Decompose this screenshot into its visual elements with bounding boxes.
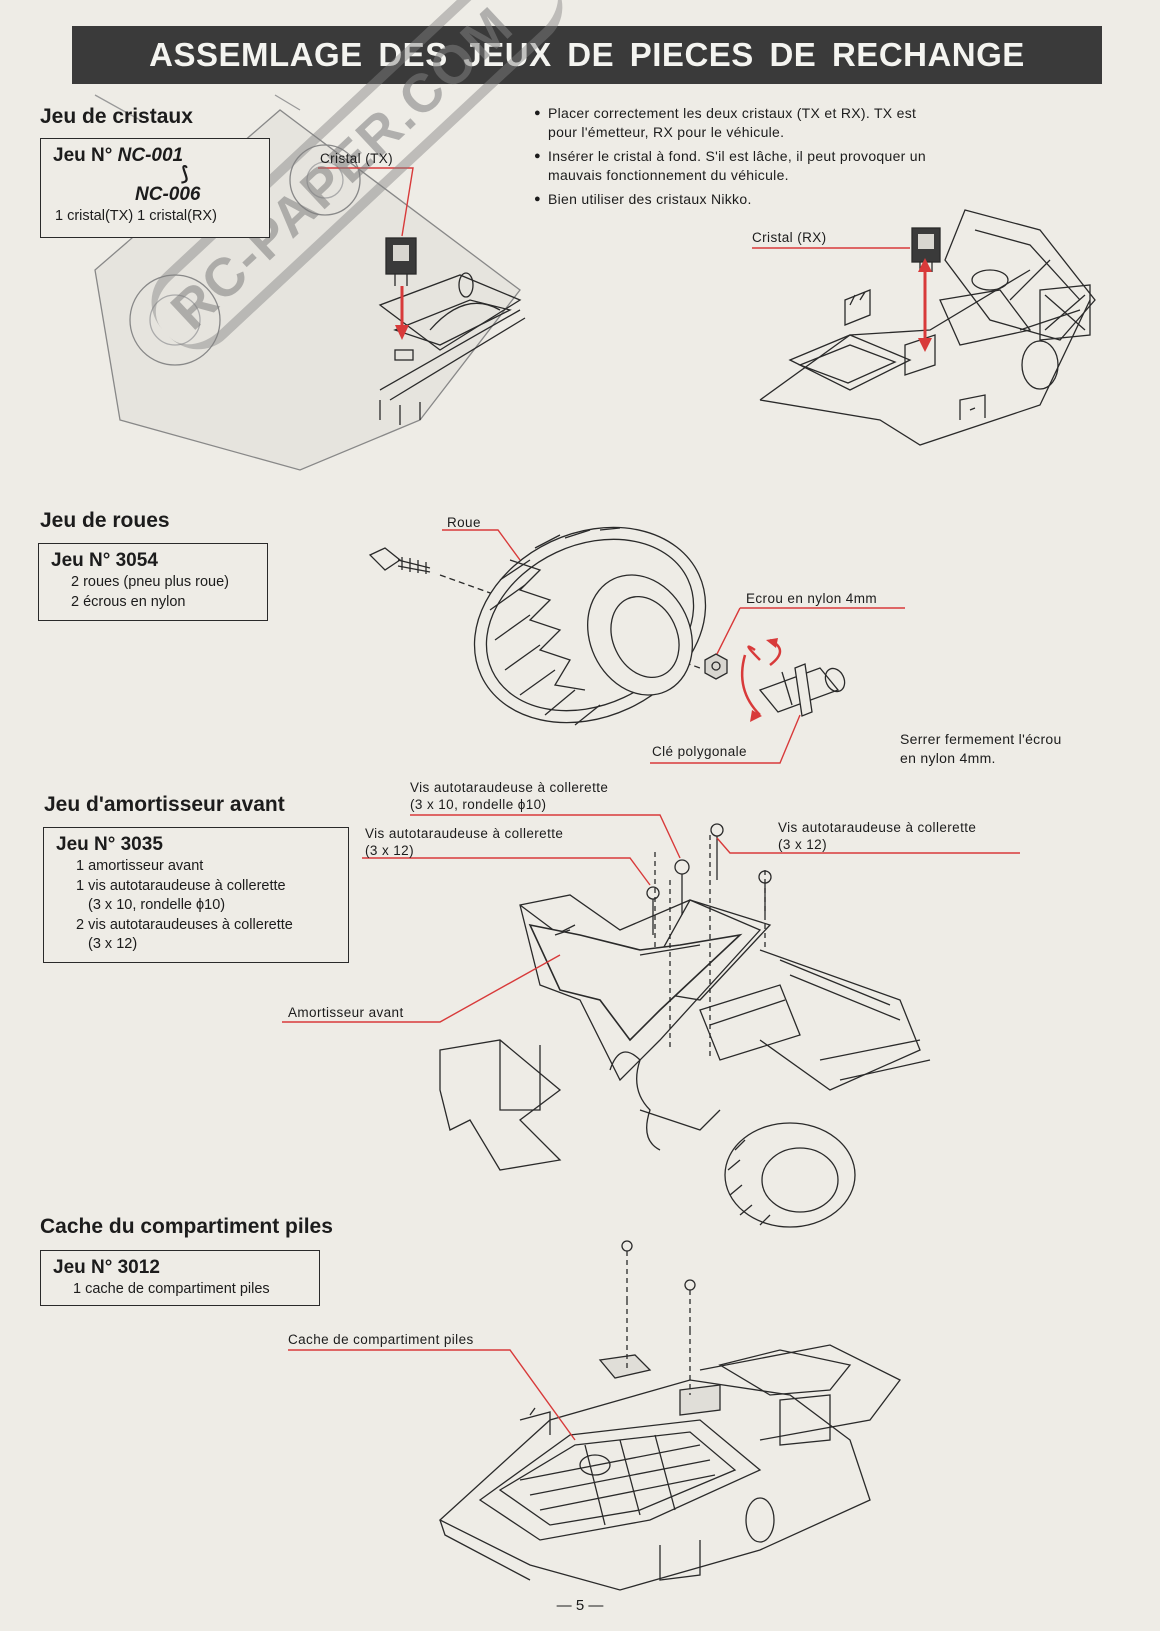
label-crystal-tx: Cristal (TX): [320, 151, 394, 166]
wheels-note-line: en nylon 4mm.: [900, 750, 996, 766]
label-screw-3x10: Vis autotaraudeuse à collerette (3 x 10,…: [410, 779, 608, 813]
red-arrowheads: [395, 258, 932, 352]
crystals-section-title: Jeu de cristaux: [40, 105, 193, 128]
label-crystal-rx: Cristal (RX): [752, 230, 827, 245]
instruction-item: Insérer le cristal à fond. S'il est lâch…: [534, 147, 948, 185]
battery-screws-icon: [621, 1240, 696, 1395]
wheels-note: Serrer fermement l'écrou en nylon 4mm.: [900, 730, 1062, 768]
wheels-contents-item: 2 roues (pneu plus roue): [71, 574, 229, 590]
wheels-contents-item: 2 écrous en nylon: [71, 593, 186, 610]
label-line: (3 x 12): [365, 843, 414, 858]
label-line: Vis autotaraudeuse à collerette: [778, 820, 977, 835]
label-line: (3 x 10, rondelle ϕ10): [410, 797, 547, 812]
label-wrench: Clé polygonale: [652, 744, 747, 759]
label-line: Vis autotaraudeuse à collerette: [410, 780, 609, 795]
shock-contents-item: 2 vis autotaraudeuses à collerette: [76, 916, 293, 933]
shock-contents-item: 1 amortisseur avant: [76, 858, 204, 874]
label-screw-3x12-right: Vis autotaraudeuse à collerette (3 x 12): [778, 819, 976, 853]
set-number-label: Jeu N°: [53, 145, 113, 166]
front-shock-part-icon: [528, 923, 743, 1042]
vehicle-rx-illustration: [759, 209, 1096, 446]
battery-section-title: Cache du compartiment piles: [40, 1215, 333, 1238]
page-title-banner: ASSEMLAGE DES JEUX DE PIECES DE RECHANGE: [72, 26, 1102, 84]
wheels-set-box: Jeu N° 3054 2 roues (pneu plus roue) 2 é…: [38, 543, 268, 621]
shock-contents-item: 1 vis autotaraudeuse à collerette: [76, 877, 286, 894]
label-line: Vis autotaraudeuse à collerette: [365, 826, 564, 841]
label-line: (3 x 12): [778, 837, 827, 852]
shock-set-box: Jeu N° 3035 1 amortisseur avant 1 vis au…: [43, 827, 349, 963]
shock-section-title: Jeu d'amortisseur avant: [44, 793, 285, 816]
crystals-set-box: Jeu N° NC-001 ⟆ NC-006 1 cristal(TX) 1 c…: [40, 138, 270, 238]
wheels-section-title: Jeu de roues: [40, 509, 170, 532]
crystals-contents: 1 cristal(TX) 1 cristal(RX): [55, 208, 217, 224]
battery-chassis-illustration: [438, 1344, 901, 1591]
axle-icon: [368, 547, 431, 574]
crystal-instructions: Placer correctement les deux cristaux (T…: [534, 104, 948, 214]
wheels-set-number: Jeu N° 3054: [51, 550, 158, 571]
shock-contents-item: (3 x 10, rondelle ϕ10): [88, 897, 226, 913]
set-code-start: NC-001: [117, 145, 184, 166]
nylon-nut-icon: [704, 653, 728, 680]
crystal-rx-icon: [911, 227, 941, 272]
label-wheel: Roue: [447, 515, 481, 530]
rotation-arrow-icon: [740, 638, 782, 722]
label-screw-3x12-left: Vis autotaraudeuse à collerette (3 x 12): [365, 825, 563, 859]
red-leader-lines: [282, 167, 1020, 1441]
wheel-icon: [473, 526, 707, 726]
label-battery-cover: Cache de compartiment piles: [288, 1332, 474, 1347]
wheels-note-line: Serrer fermement l'écrou: [900, 731, 1062, 747]
shock-set-number: Jeu N° 3035: [56, 834, 163, 855]
instruction-item: Bien utiliser des cristaux Nikko.: [534, 190, 948, 209]
battery-set-box: Jeu N° 3012 1 cache de compartiment pile…: [40, 1250, 320, 1306]
shock-contents-item: (3 x 12): [88, 936, 138, 952]
label-nylon-nut: Ecrou en nylon 4mm: [746, 591, 878, 606]
page-number: — 5 —: [556, 1597, 604, 1614]
battery-set-number: Jeu N° 3012: [53, 1257, 160, 1278]
instruction-item: Placer correctement les deux cristaux (T…: [534, 104, 948, 142]
set-code-end: NC-006: [135, 184, 201, 205]
wrench-icon: [758, 663, 846, 717]
set-range-mark: ⟆: [181, 164, 189, 185]
crystal-tx-icon: [385, 237, 417, 286]
battery-contents-item: 1 cache de compartiment piles: [73, 1281, 270, 1297]
screws-group-icon: [646, 823, 772, 1060]
label-front-shock: Amortisseur avant: [288, 1005, 404, 1020]
crystals-set-number: Jeu N° NC-001: [53, 143, 269, 168]
